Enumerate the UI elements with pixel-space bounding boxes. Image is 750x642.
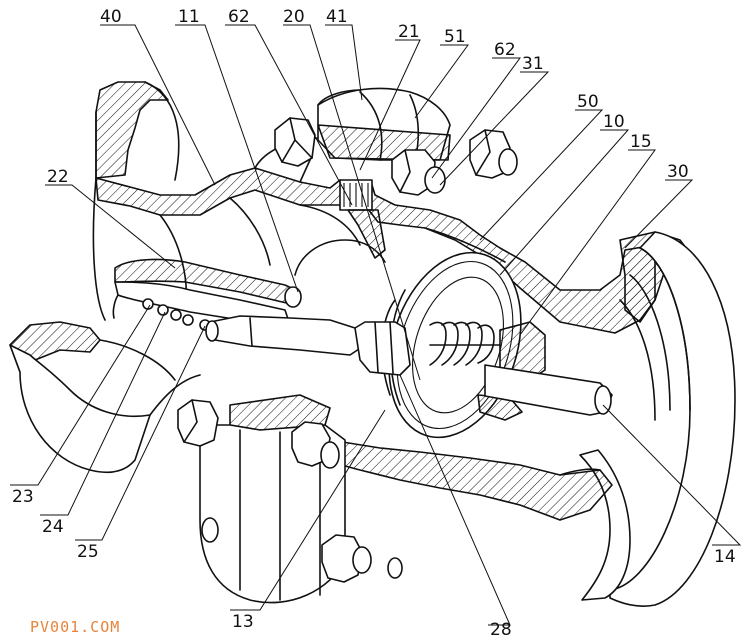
lower-bolt-mid [291, 421, 340, 469]
label-51: 51 [444, 27, 466, 47]
label-31: 31 [522, 54, 544, 74]
label-23: 23 [12, 487, 34, 507]
label-25: 25 [77, 542, 99, 562]
label-30: 30 [667, 162, 689, 182]
watermark-text: PV001.COM [30, 618, 120, 636]
lower-bolt-bottom [201, 517, 403, 583]
lower-bolt-left [177, 399, 219, 447]
lower-bonnet [199, 394, 346, 604]
label-13: 13 [232, 612, 254, 632]
callout-labels: 40 11 62 20 41 21 51 62 31 50 10 15 30 2… [12, 7, 736, 640]
left-flange-upper [92, 81, 180, 321]
label-20: 20 [283, 7, 305, 27]
top-bolt-left [274, 117, 316, 167]
leader-lines [10, 24, 742, 626]
label-22: 22 [47, 167, 69, 187]
top-bolt-center [391, 149, 446, 196]
spring [429, 321, 501, 366]
right-flange [579, 231, 736, 607]
label-10: 10 [603, 112, 625, 132]
label-40: 40 [100, 7, 122, 27]
label-24: 24 [42, 517, 64, 537]
stem-connector [354, 321, 411, 376]
label-21: 21 [398, 22, 420, 42]
label-62-right: 62 [494, 40, 516, 60]
inlet-nozzle [112, 258, 302, 331]
label-62-top: 62 [228, 7, 250, 27]
top-bolt-right [469, 129, 518, 179]
valve-body-lower-shell [329, 439, 613, 521]
stem-right [484, 364, 613, 416]
left-flange-lower [9, 321, 201, 474]
label-41: 41 [326, 7, 348, 27]
label-14: 14 [714, 547, 736, 567]
stem-seal-packing [339, 179, 386, 259]
bonnet-cap [317, 87, 451, 161]
label-11: 11 [178, 7, 200, 27]
valve-stem-left [205, 315, 366, 356]
label-50: 50 [577, 92, 599, 112]
label-28: 28 [490, 620, 512, 640]
label-15: 15 [630, 132, 652, 152]
